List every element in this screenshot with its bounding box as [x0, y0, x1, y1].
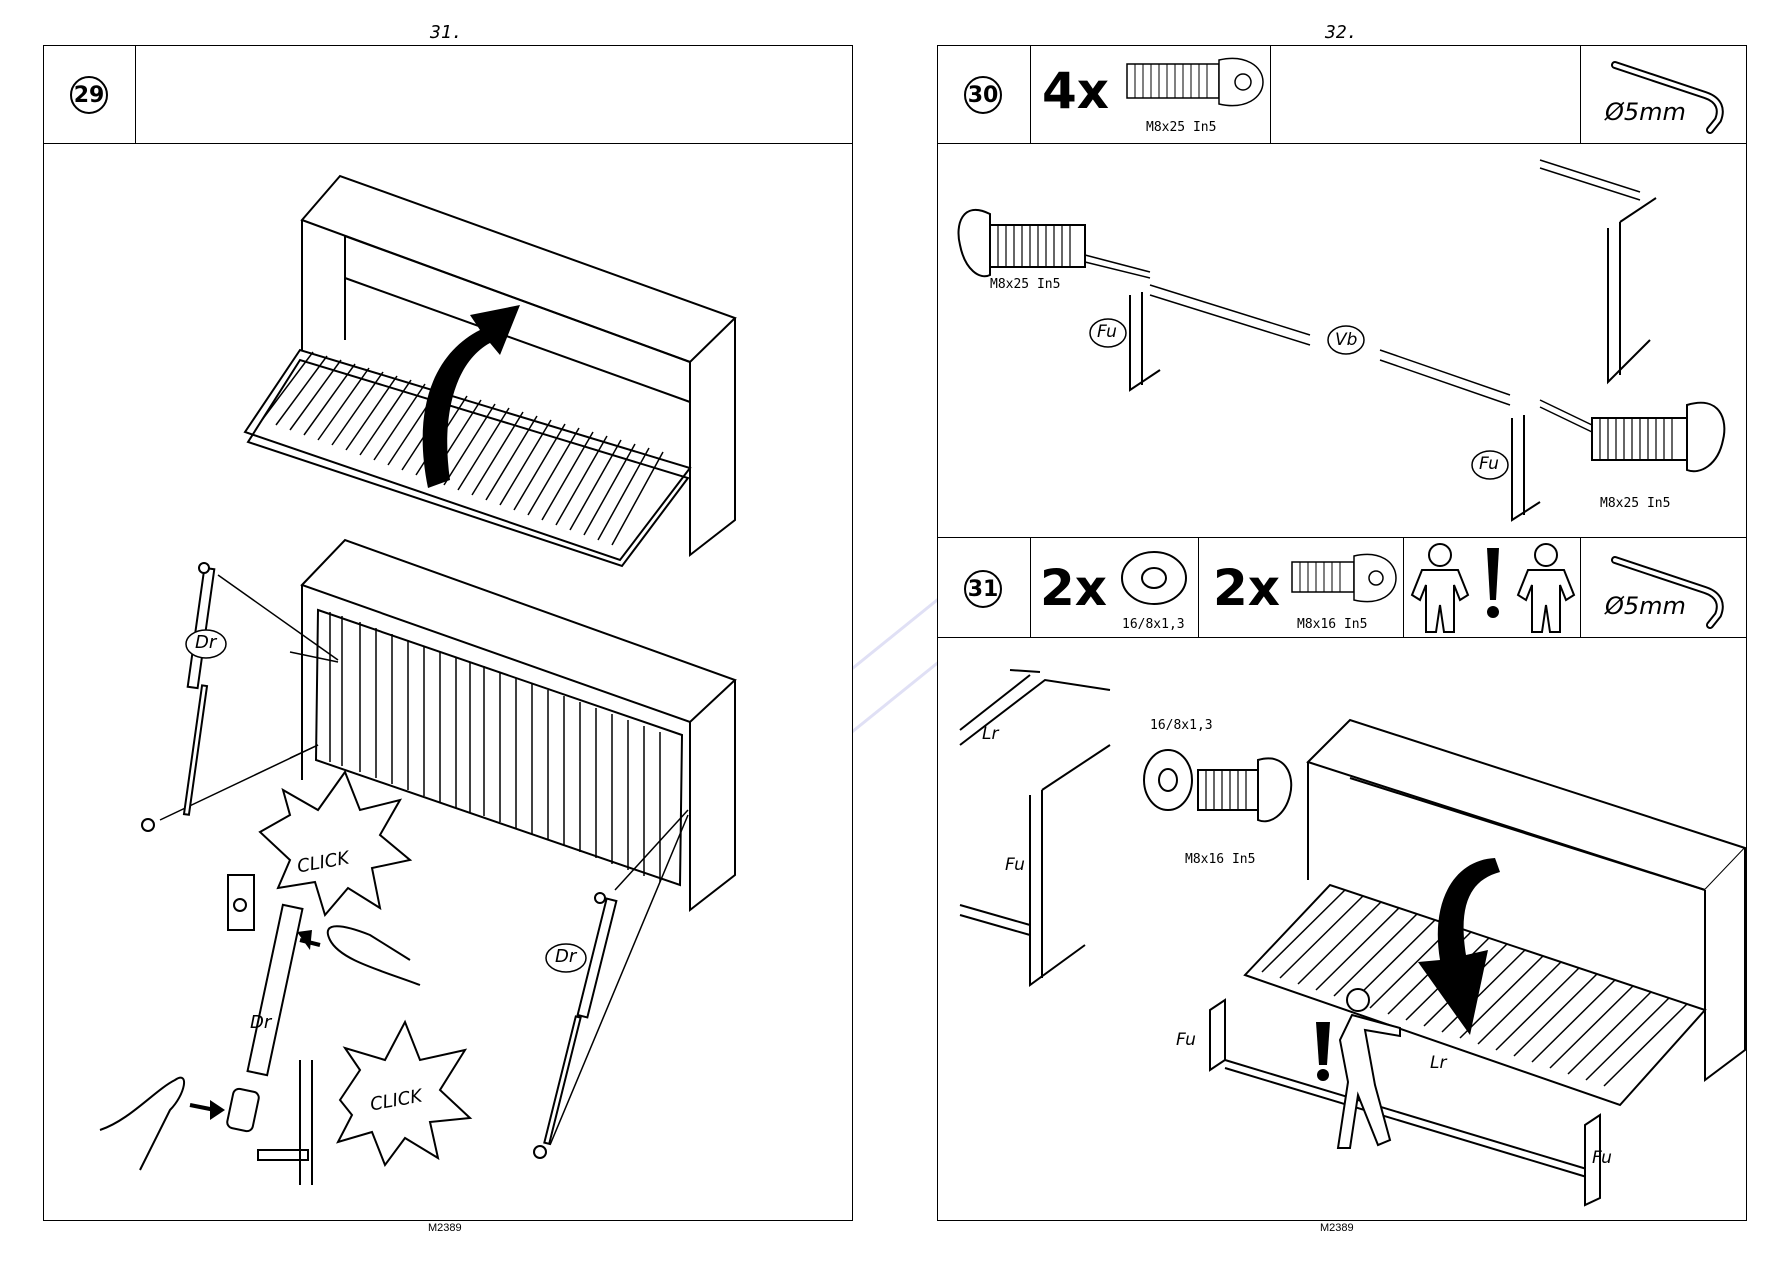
page-number-left: 31. — [430, 22, 463, 43]
part-code-washer-31: 16/8x1,3 — [1122, 617, 1185, 632]
part-code-30: M8x25 In5 — [1146, 120, 1217, 135]
label-washer-31: 16/8x1,3 — [1150, 718, 1213, 733]
divider — [1403, 537, 1404, 637]
divider — [1030, 45, 1031, 143]
label-leg-right: Fu — [1479, 454, 1499, 474]
divider — [135, 45, 136, 143]
step-number-31: 31 — [964, 570, 1002, 608]
callout-dr-right: Dr — [555, 946, 577, 967]
step-number-29: 29 — [70, 76, 108, 114]
tool-label-31: Ø5mm — [1605, 592, 1686, 620]
label-bar: Vb — [1335, 330, 1358, 350]
part-code-screw-31: M8x16 In5 — [1297, 617, 1368, 632]
label-frame-lr: Lr — [982, 724, 999, 744]
two-person-warning-icon — [1410, 543, 1576, 633]
divider — [937, 537, 1747, 538]
label-leg-right-31: Fu — [1592, 1148, 1612, 1168]
bolt-icon — [1291, 553, 1397, 603]
divider — [1030, 537, 1031, 637]
footer-code-right: M2389 — [1320, 1222, 1354, 1234]
hex-key-icon — [1611, 556, 1724, 629]
divider — [1270, 45, 1271, 143]
divider — [1198, 537, 1199, 637]
label-leg-detail: Fu — [1005, 855, 1025, 875]
label-leg-left: Fu — [1097, 322, 1117, 342]
callout-dr-upper: Dr — [195, 632, 217, 653]
label-screw-31: M8x16 In5 — [1185, 852, 1256, 867]
divider — [1580, 45, 1581, 143]
quantity-screws-30: 4x — [1042, 62, 1110, 120]
bolt-icon — [1126, 57, 1264, 107]
divider — [937, 143, 1747, 144]
quantity-screws-31: 2x — [1213, 559, 1281, 617]
hex-key-icon — [1611, 61, 1724, 134]
divider — [937, 637, 1747, 638]
step-number-30: 30 — [964, 76, 1002, 114]
label-screw-left: M8x25 In5 — [990, 277, 1061, 292]
callout-dr-detail: Dr — [250, 1012, 272, 1033]
label-leg-left-31: Fu — [1176, 1030, 1196, 1050]
divider — [43, 143, 853, 144]
tool-label-30: Ø5mm — [1605, 98, 1686, 126]
page-number-right: 32. — [1325, 22, 1358, 43]
quantity-washers-31: 2x — [1040, 559, 1108, 617]
divider — [1580, 537, 1581, 637]
label-screw-right: M8x25 In5 — [1600, 496, 1671, 511]
label-frame-bed: Lr — [1430, 1053, 1447, 1073]
washer-icon — [1121, 551, 1187, 605]
footer-code-left: M2389 — [428, 1222, 462, 1234]
